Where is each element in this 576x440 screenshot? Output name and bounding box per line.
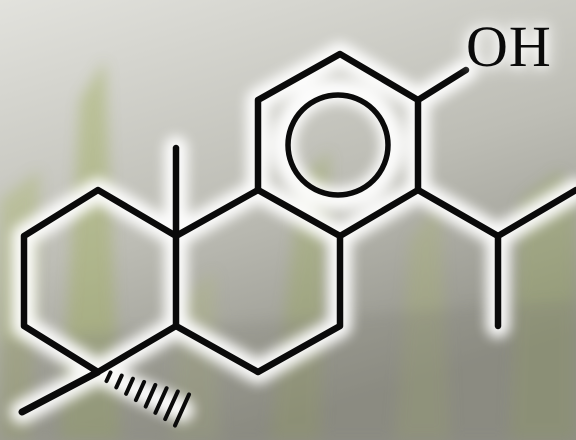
hash-line xyxy=(173,392,191,428)
hash-line xyxy=(114,373,124,390)
hydroxyl-label: OH xyxy=(466,14,552,79)
isopropyl-methyl-right xyxy=(494,186,576,240)
ring-a xyxy=(20,186,180,376)
hash-line xyxy=(124,376,135,396)
aromatic-circle xyxy=(285,92,391,198)
gem-methyl-bond xyxy=(18,368,102,416)
ring-b xyxy=(172,186,344,376)
hashed-wedge-bond xyxy=(104,370,191,428)
hash-line xyxy=(163,389,180,422)
hash-line xyxy=(133,379,147,403)
hash-line xyxy=(104,370,113,384)
hash-line xyxy=(153,386,169,415)
isopropyl-bond xyxy=(414,186,502,240)
hash-line xyxy=(143,383,158,409)
hydroxyl-bond xyxy=(414,66,470,104)
